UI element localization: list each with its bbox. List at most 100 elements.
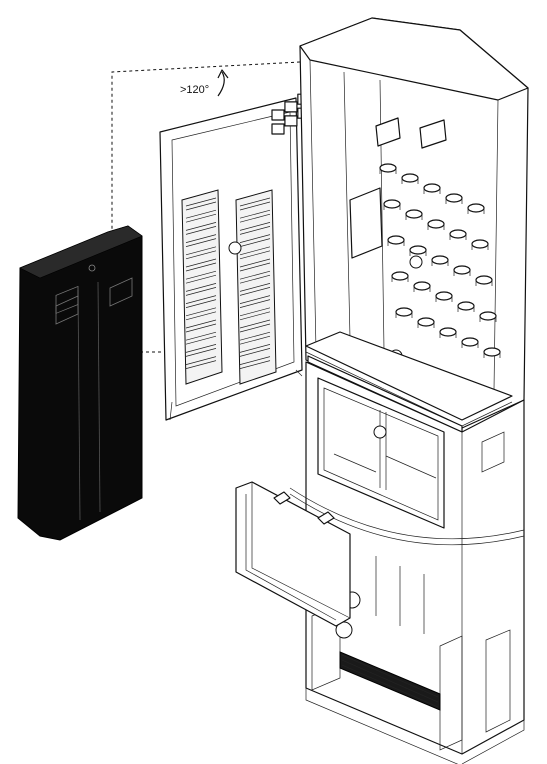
lower-front-cover xyxy=(235,481,351,627)
splice-module-edge xyxy=(383,204,401,210)
splice-module xyxy=(439,327,457,337)
splice-module xyxy=(401,173,419,183)
terminal-block xyxy=(185,344,217,357)
splice-module-edge xyxy=(439,332,457,338)
splice-module xyxy=(461,337,479,347)
terminal-block xyxy=(239,356,271,369)
terminal-block xyxy=(239,307,271,321)
splice-module xyxy=(405,209,423,219)
splice-module xyxy=(467,203,485,213)
splice-module xyxy=(383,199,401,209)
terminal-block xyxy=(239,234,271,247)
splice-module-edge xyxy=(423,188,441,194)
door-terminal-blocks xyxy=(181,189,277,385)
splice-module xyxy=(423,183,441,193)
splice-module-edge xyxy=(405,214,423,220)
chain-link xyxy=(271,123,285,135)
splice-module xyxy=(471,239,489,249)
splice-module xyxy=(395,307,413,317)
splice-module xyxy=(475,275,493,285)
splice-module-edge xyxy=(471,244,489,250)
terminal-block xyxy=(185,295,217,308)
callout-marker-frame xyxy=(409,255,423,269)
terminal-block xyxy=(185,209,217,223)
bracket-plate xyxy=(349,187,383,259)
lock-icon xyxy=(88,264,96,272)
splice-module-edge xyxy=(453,270,471,276)
splice-module-edge xyxy=(427,224,445,230)
splice-module xyxy=(409,245,427,255)
frame-modules xyxy=(349,117,501,358)
splice-module xyxy=(413,281,431,291)
terminal-block xyxy=(185,197,217,211)
splice-module-edge xyxy=(417,322,435,328)
top-connector xyxy=(375,117,401,147)
splice-module-edge xyxy=(395,312,413,318)
arrow-head-icon xyxy=(217,69,229,79)
rotation-arrow-icon xyxy=(217,71,225,97)
splice-module-edge xyxy=(391,276,409,282)
terminal-block xyxy=(239,222,271,235)
splice-module xyxy=(431,255,449,265)
terminal-block xyxy=(239,344,271,357)
splice-module-edge xyxy=(435,296,453,302)
splice-module xyxy=(417,317,435,327)
terminal-block xyxy=(239,209,271,223)
splice-module xyxy=(457,301,475,311)
cabinet-upper-body xyxy=(299,17,529,429)
terminal-block xyxy=(185,270,217,284)
terminal-block xyxy=(239,258,271,272)
splice-module-edge xyxy=(461,342,479,348)
cabinet-base xyxy=(289,361,525,764)
callout-marker-base xyxy=(373,425,387,439)
top-connector xyxy=(419,119,447,149)
chain-link xyxy=(271,109,285,121)
splice-module-edge xyxy=(409,250,427,256)
cover-swing-dashed-path xyxy=(111,61,301,353)
chain-link xyxy=(284,101,298,113)
splice-module-edge xyxy=(431,260,449,266)
splice-module xyxy=(479,311,497,321)
splice-module xyxy=(449,229,467,239)
splice-module xyxy=(427,219,445,229)
splice-module-edge xyxy=(483,352,501,358)
splice-module-edge xyxy=(387,240,405,246)
terminal-block xyxy=(185,331,217,345)
callout-marker-door xyxy=(228,241,242,255)
terminal-block xyxy=(185,319,217,333)
splice-module-edge xyxy=(457,306,475,312)
terminal-block xyxy=(239,283,271,296)
splice-module-edge xyxy=(449,234,467,240)
terminal-block xyxy=(239,197,271,211)
terminal-block xyxy=(185,283,217,296)
splice-module xyxy=(391,271,409,281)
splice-module-edge xyxy=(401,178,419,184)
splice-module-edge xyxy=(379,168,397,174)
terminal-block xyxy=(239,246,271,260)
splice-module-edge xyxy=(467,208,485,214)
splice-module xyxy=(483,347,501,357)
splice-module xyxy=(445,193,463,203)
outer-cover-panel xyxy=(17,225,143,541)
terminal-block xyxy=(185,307,217,321)
terminal-block xyxy=(185,356,217,369)
splice-module xyxy=(379,163,397,173)
splice-module xyxy=(387,235,405,245)
door-opening-angle-label: >120° xyxy=(180,84,210,96)
splice-module-edge xyxy=(475,280,493,286)
inner-door xyxy=(159,97,303,421)
terminal-block xyxy=(185,246,217,260)
splice-module xyxy=(453,265,471,275)
splice-module-edge xyxy=(445,198,463,204)
chain-link xyxy=(284,115,298,127)
terminal-block xyxy=(185,234,217,247)
terminal-block xyxy=(185,222,217,235)
terminal-block xyxy=(185,258,217,272)
splice-module-edge xyxy=(479,316,497,322)
terminal-block xyxy=(239,319,271,333)
splice-module-edge xyxy=(413,286,431,292)
splice-module xyxy=(435,291,453,301)
terminal-block xyxy=(239,270,271,284)
